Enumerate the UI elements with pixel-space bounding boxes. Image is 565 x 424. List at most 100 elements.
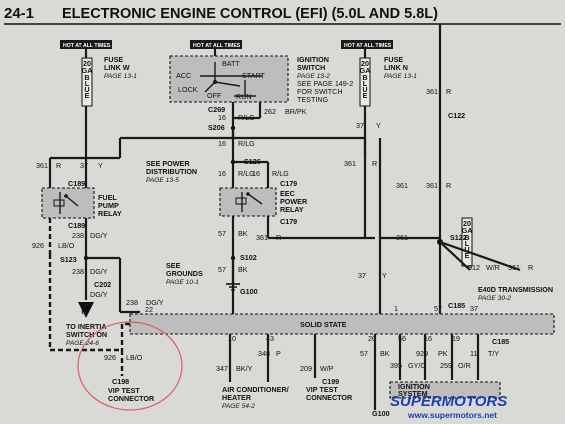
- wire-238-label-b: 238: [72, 267, 84, 276]
- hot-tag-middle: HOT AT ALL TIMES: [190, 40, 242, 49]
- page-number: 24-1: [4, 5, 34, 22]
- wire-r-label-d: R: [446, 87, 451, 96]
- wire-926-label-b: 926: [104, 353, 116, 362]
- wire-209-label: 209: [300, 364, 312, 373]
- svg-text:HOT AT ALL TIMES: HOT AT ALL TIMES: [344, 43, 392, 49]
- wire-dgy-label-b: DG/Y: [90, 267, 108, 276]
- wire-57-label-d: 57: [360, 349, 368, 358]
- svg-text:20: 20: [83, 59, 91, 68]
- svg-text:U: U: [362, 85, 367, 94]
- vip-test-l2: CONNECTOR: [108, 394, 155, 403]
- wire-361-label-f: 361: [426, 87, 438, 96]
- see-power-l3: PAGE 13-5: [146, 177, 179, 184]
- conn-s206: S206: [208, 123, 225, 132]
- pin-57: 57: [434, 304, 442, 313]
- see-grounds-l1: SEE: [166, 261, 181, 270]
- see-power-l1: SEE POWER: [146, 159, 190, 168]
- pin-10: 10: [228, 334, 236, 343]
- pin-1: 1: [394, 304, 398, 313]
- svg-text:E: E: [363, 91, 368, 100]
- wire-361-label-h: 361: [508, 263, 520, 272]
- wire-wr-label: W/R: [486, 263, 500, 272]
- wire-wp-label: W/P: [320, 364, 334, 373]
- air-cond-l1: AIR CONDITIONER/: [222, 385, 289, 394]
- ign-system-l2: SYSTEM: [398, 389, 428, 398]
- wire-347-label: 347: [216, 364, 228, 373]
- wire-926-label-a: 926: [32, 241, 44, 250]
- eec-relay-l3: RELAY: [280, 205, 304, 214]
- svg-text:B: B: [464, 233, 469, 242]
- wire-bky-label: BK/Y: [236, 364, 253, 373]
- hot-tag-right: HOT AT ALL TIMES: [341, 40, 393, 49]
- wire-dgy-label-a: DG/Y: [90, 231, 108, 240]
- wire-57-label-b: 57: [218, 265, 226, 274]
- conn-c189-a: C189: [68, 179, 85, 188]
- pin-22: 22: [145, 305, 153, 314]
- see-power-l2: DISTRIBUTION: [146, 167, 197, 176]
- wire-lbo-label-b: LB/O: [126, 353, 143, 362]
- svg-text:U: U: [84, 85, 89, 94]
- svg-text:L: L: [85, 79, 90, 88]
- wire-bk-label-d: BK: [380, 349, 390, 358]
- wire-y-label-c: Y: [382, 271, 387, 280]
- fuse-n-link: LINK N: [384, 63, 408, 72]
- pin-20: 20: [368, 334, 376, 343]
- wire-238-label-c: 238: [126, 298, 138, 307]
- svg-text:L: L: [363, 79, 368, 88]
- wire-37-label-a: 37: [80, 161, 88, 170]
- wire-dgy-label-c: DG/Y: [90, 290, 108, 299]
- conn-s122: S122: [450, 233, 467, 242]
- wire-bk-label-a: BK: [238, 229, 248, 238]
- ign-switch-page: PAGE 13-2: [297, 73, 330, 80]
- pin-56: 56: [398, 334, 406, 343]
- inertia-l3: PAGE 24-6: [66, 340, 99, 347]
- ign-switch-title2: SWITCH: [297, 63, 325, 72]
- wire-r-label-c: R: [372, 159, 377, 168]
- wire-r-label-a: R: [56, 161, 61, 170]
- vip-test-l1: VIP TEST: [108, 386, 140, 395]
- wire-dgy-label-d: DG/Y: [146, 298, 164, 307]
- wire-361-label-d: 361: [396, 181, 408, 190]
- svg-text:SUPERMOTORS: SUPERMOTORS: [390, 393, 507, 410]
- fuel-pump-relay-l2: PUMP: [98, 201, 119, 210]
- eec-power-relay: [219, 187, 277, 217]
- pin-43: 43: [266, 334, 274, 343]
- wire-395-label: 395: [390, 361, 402, 370]
- wire-rlg-label-d: R/LG: [272, 169, 289, 178]
- wire-361-label-b: 361: [256, 233, 268, 242]
- wire-16-label-a: 16: [218, 113, 226, 122]
- wire-361-label-c: 361: [344, 159, 356, 168]
- conn-c198: C198: [112, 377, 129, 386]
- wire-r-label-b: R: [276, 233, 281, 242]
- wire-rlg-label-a: R/LG: [238, 113, 255, 122]
- svg-text:HOT AT ALL TIMES: HOT AT ALL TIMES: [63, 43, 111, 49]
- pin-19: 19: [452, 334, 460, 343]
- svg-text:20: 20: [463, 219, 471, 228]
- ign-switch-title: IGNITION: [297, 55, 329, 64]
- wire-16-label-c: 16: [218, 169, 226, 178]
- conn-g100-a: G100: [240, 287, 258, 296]
- fuse-w-name: FUSE: [104, 55, 123, 64]
- svg-text:E: E: [85, 91, 90, 100]
- conn-g100-b: G100: [372, 409, 390, 418]
- conn-s123: S123: [60, 255, 77, 264]
- svg-text:GA: GA: [360, 66, 371, 75]
- wire-11-label: 11: [470, 349, 477, 358]
- ign-pos-acc: ACC: [176, 71, 191, 80]
- wire-929-label: 929: [416, 349, 428, 358]
- ground-g100-icon: [226, 283, 240, 291]
- conn-c179-b: C179: [280, 217, 297, 226]
- wire-p-label: P: [276, 349, 281, 358]
- wire-57-label-a: 57: [218, 229, 226, 238]
- conn-c185-b: C185: [492, 337, 509, 346]
- svg-text:HOT AT ALL TIMES: HOT AT ALL TIMES: [193, 43, 241, 49]
- ign-switch-note1: SEE PAGE 149-2: [297, 79, 353, 88]
- highlight-circle: [77, 321, 183, 411]
- ign-pos-batt: BATT: [222, 59, 240, 68]
- ign-pos-run: RUN: [236, 92, 252, 101]
- wire-361-label-g: 361: [426, 181, 438, 190]
- svg-text:20: 20: [361, 59, 369, 68]
- wire-y-label-b: Y: [376, 121, 381, 130]
- supermotors-watermark: SUPERMOTORS www.supermotors.net: [390, 393, 507, 420]
